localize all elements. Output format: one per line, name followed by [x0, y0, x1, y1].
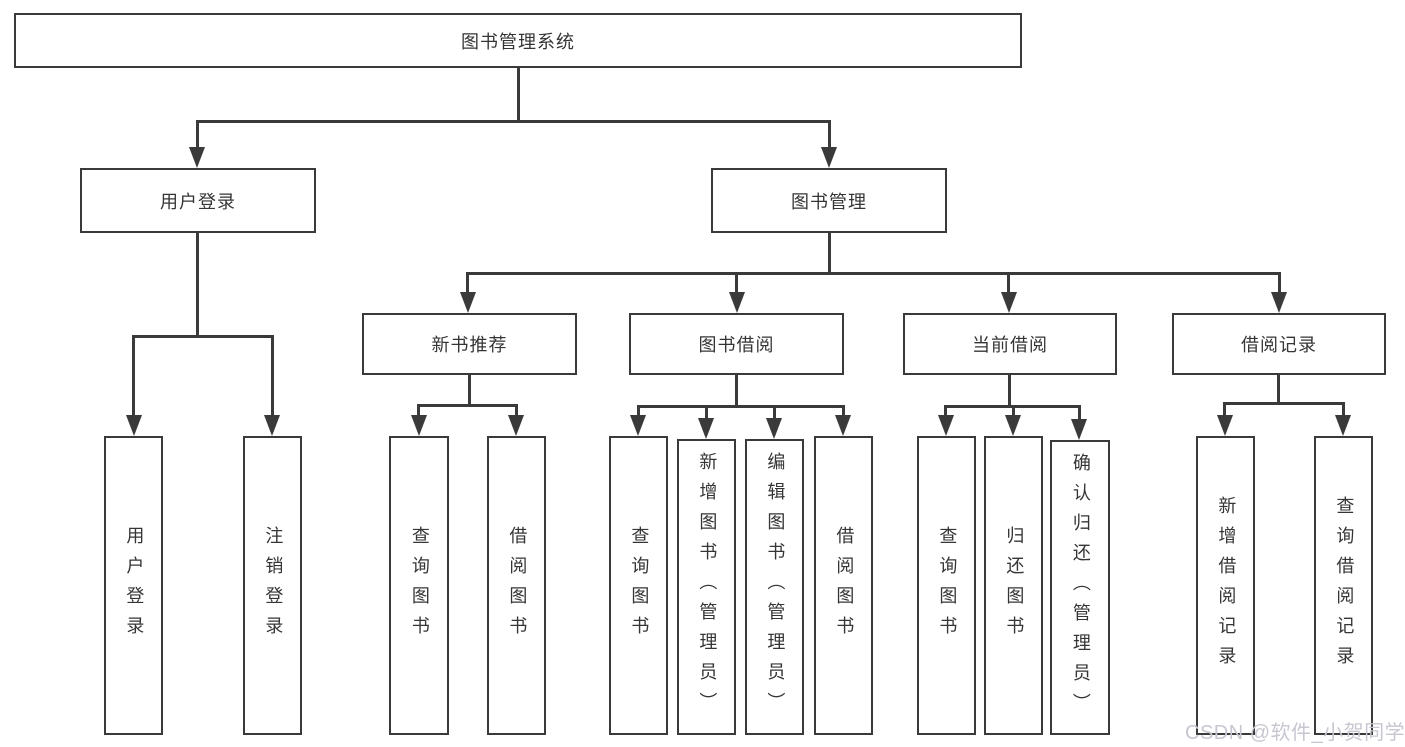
arrow-head: [1271, 292, 1287, 313]
arrow-head: [630, 415, 646, 436]
connector-line: [1278, 272, 1281, 295]
connector-line: [132, 335, 274, 338]
csdn-watermark: CSDN @软件_小贺同学: [1185, 722, 1405, 744]
leaf-user-login: 用户登录: [104, 436, 163, 735]
arrow-head: [821, 147, 837, 168]
node-root: 图书管理系统: [14, 13, 1022, 68]
leaf-cb-query-books: 查询图书: [917, 436, 976, 735]
connector-line: [1277, 375, 1280, 402]
connector-line: [637, 405, 844, 408]
leaf-bb-add-books-admin: 新增图书（管理员）: [677, 439, 736, 735]
leaf-nb-query-books: 查询图书: [389, 436, 449, 735]
leaf-nb-borrow-books: 借阅图书: [487, 436, 546, 735]
connector-line: [271, 335, 274, 416]
node-current-borrowing: 当前借阅: [903, 313, 1117, 375]
leaf-br-add-record: 新增借阅记录: [1196, 436, 1255, 735]
arrow-head: [1217, 415, 1233, 436]
arrow-head: [411, 415, 427, 436]
connector-line: [417, 404, 420, 418]
connector-line: [828, 120, 831, 148]
connector-line: [468, 375, 471, 404]
connector-line: [735, 272, 738, 295]
node-book-borrowing: 图书借阅: [629, 313, 844, 375]
leaf-br-query-record: 查询借阅记录: [1314, 436, 1373, 735]
connector-line: [196, 233, 199, 335]
connector-line: [417, 404, 518, 407]
connector-line: [828, 233, 831, 272]
connector-line: [1223, 402, 1226, 418]
leaf-bb-query-books: 查询图书: [609, 436, 668, 735]
node-user-login: 用户登录: [80, 168, 316, 233]
connector-line: [1008, 375, 1011, 405]
arrow-head: [1071, 419, 1087, 440]
leaf-bb-edit-books-admin: 编辑图书（管理员）: [745, 439, 804, 735]
connector-line: [705, 405, 708, 421]
connector-line: [196, 120, 831, 123]
arrow-head: [1005, 415, 1021, 436]
node-book-management: 图书管理: [711, 168, 947, 233]
connector-line: [842, 405, 845, 418]
connector-line: [773, 405, 776, 421]
connector-line: [515, 404, 518, 418]
arrow-head: [1335, 415, 1351, 436]
connector-line: [637, 405, 640, 418]
leaf-cb-confirm-return-admin: 确认归还（管理员）: [1050, 440, 1110, 735]
arrow-head: [1001, 292, 1017, 313]
connector-line: [466, 272, 1281, 275]
connector-line: [466, 272, 469, 295]
arrow-head: [835, 415, 851, 436]
arrow-head: [460, 292, 476, 313]
arrow-head: [938, 415, 954, 436]
leaf-logout: 注销登录: [243, 436, 302, 735]
arrow-head: [126, 415, 142, 436]
connector-line: [517, 68, 520, 120]
arrow-head: [766, 418, 782, 439]
arrow-head: [508, 415, 524, 436]
connector-line: [1342, 402, 1345, 418]
arrow-head: [189, 147, 205, 168]
connector-line: [944, 405, 947, 418]
connector-line: [1223, 402, 1344, 405]
arrow-head: [698, 418, 714, 439]
node-new-book-recommend: 新书推荐: [362, 313, 577, 375]
leaf-bb-borrow-books: 借阅图书: [814, 436, 873, 735]
connector-line: [735, 375, 738, 405]
arrow-head: [264, 415, 280, 436]
arrow-head: [729, 292, 745, 313]
node-borrow-records: 借阅记录: [1172, 313, 1386, 375]
connector-line: [1012, 405, 1015, 418]
connector-line: [1007, 272, 1010, 295]
connector-line: [132, 335, 135, 416]
connector-line: [1078, 405, 1081, 421]
connector-line: [196, 120, 199, 148]
leaf-cb-return-books: 归还图书: [984, 436, 1043, 735]
